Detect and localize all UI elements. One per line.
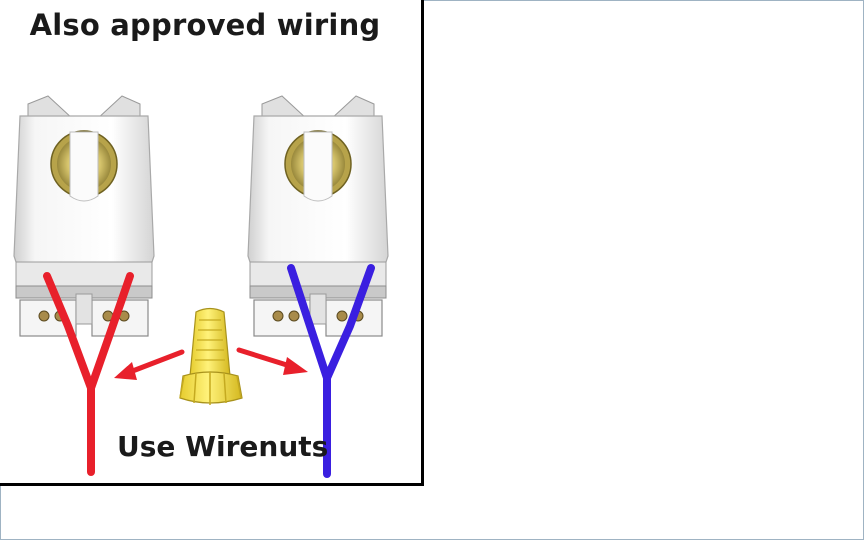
wiring-diagram xyxy=(13,95,389,478)
diagram-caption: Use Wirenuts xyxy=(117,430,329,463)
lampholder-left-icon xyxy=(13,95,155,337)
lampholder-right-icon xyxy=(247,95,389,337)
arrow-right xyxy=(236,347,308,375)
arrow-left xyxy=(114,349,185,380)
right-wire-blue xyxy=(287,264,375,478)
diagram-title: Also approved wiring xyxy=(29,8,381,42)
wirenut-icon xyxy=(179,307,243,405)
left-wire-red xyxy=(43,272,134,476)
wiring-diagram-panel: Also approved wiring Use Wirenuts xyxy=(0,0,424,486)
